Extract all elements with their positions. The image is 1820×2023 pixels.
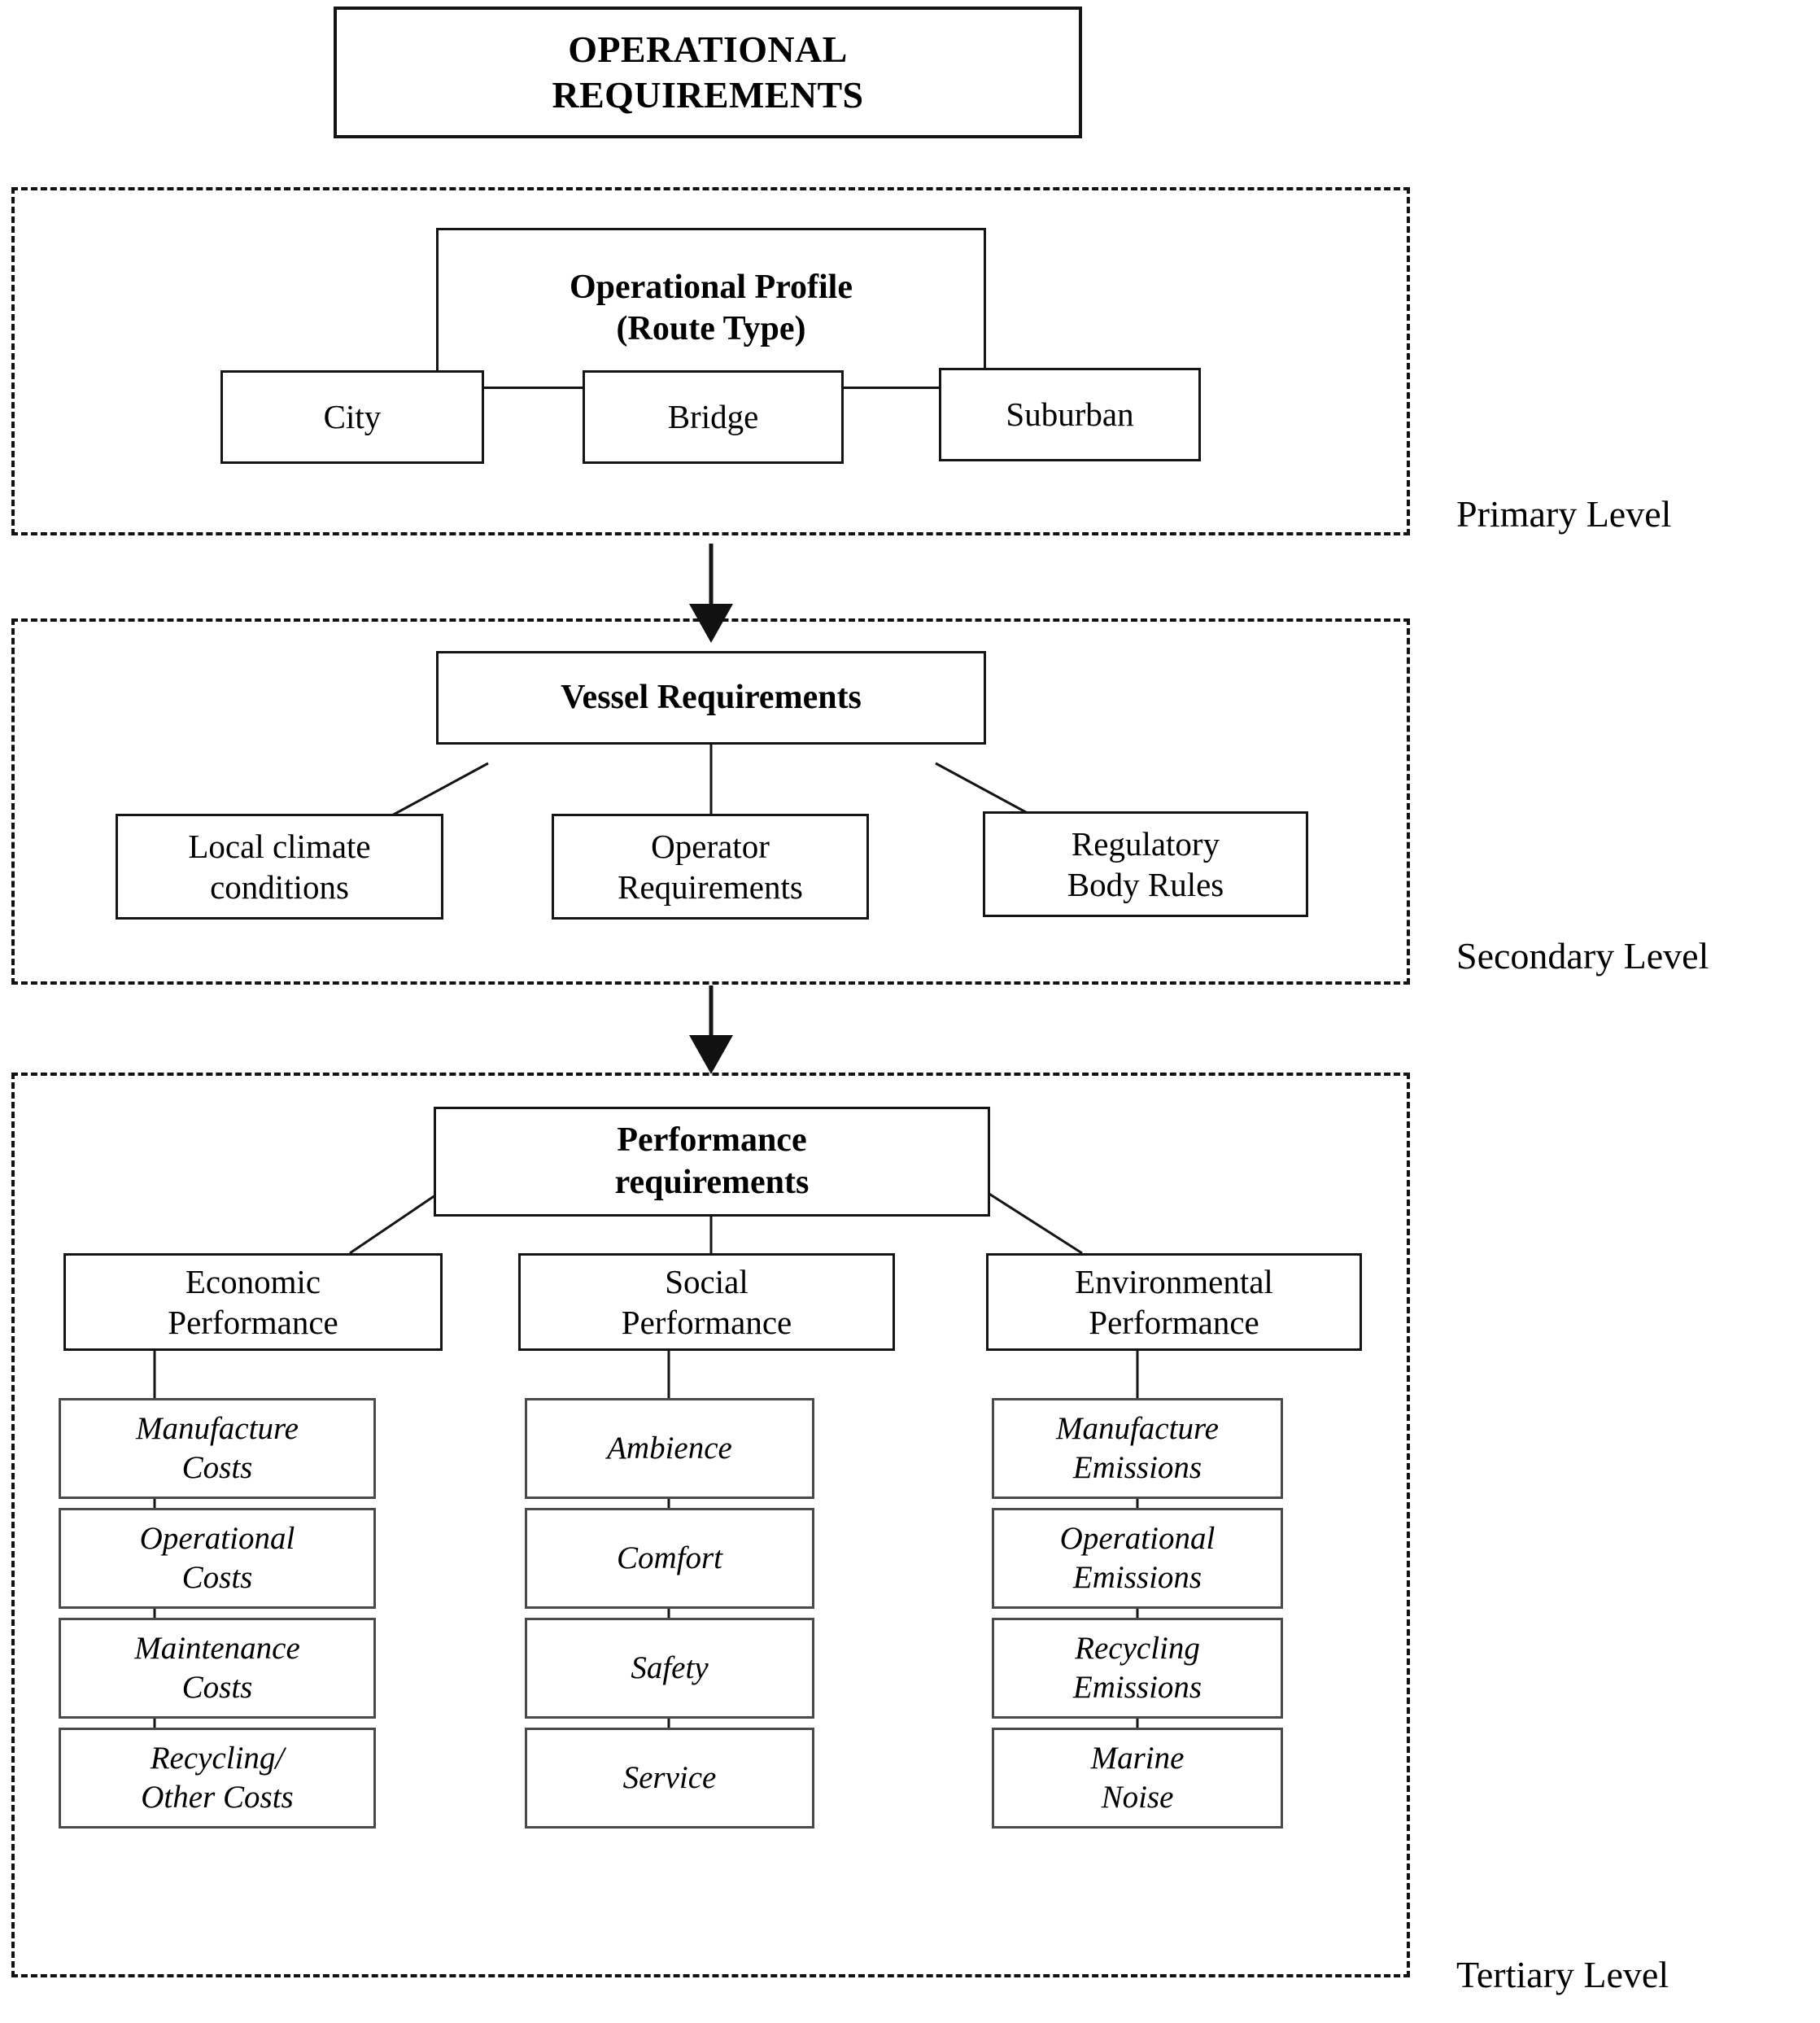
environmental-item-1-text: Manufacture Emissions [994,1409,1281,1487]
primary-level-container [11,187,1410,535]
economic-item-3-text: Maintenance Costs [61,1629,373,1706]
title-line-1: OPERATIONAL [568,28,848,70]
environmental-item-4-line-1: Marine [1090,1741,1185,1776]
primary-level-label: Primary Level [1456,493,1672,535]
economic-item-4-line-1: Recycling/ [150,1741,285,1776]
vessel-requirements-label: Vessel Requirements [561,678,862,716]
social-item-2-box[interactable]: Comfort [525,1508,814,1609]
economic-item-1-line-2: Costs [181,1450,253,1485]
environmental-item-4-line-2: Noise [1101,1780,1174,1815]
economic-performance-box[interactable]: Economic Performance [63,1253,443,1351]
operator-requirements-box[interactable]: Operator Requirements [552,814,869,920]
title-box: OPERATIONAL REQUIREMENTS [334,7,1082,138]
local-climate-conditions-box[interactable]: Local climate conditions [116,814,443,920]
economic-item-2-line-1: Operational [139,1521,295,1557]
social-performance-line-2: Performance [621,1304,792,1341]
regulatory-body-line-1: Regulatory [1071,824,1220,863]
vessel-requirements-box[interactable]: Vessel Requirements [436,651,986,745]
economic-item-3-line-2: Costs [181,1670,253,1705]
local-climate-conditions-text: Local climate conditions [118,826,441,907]
route-type-city-box[interactable]: City [220,370,484,464]
environmental-item-3-text: Recycling Emissions [994,1629,1281,1706]
economic-item-3-box[interactable]: Maintenance Costs [59,1618,376,1719]
environmental-performance-box[interactable]: Environmental Performance [986,1253,1362,1351]
environmental-item-2-line-2: Emissions [1072,1560,1202,1595]
environmental-item-1-line-1: Manufacture [1055,1411,1219,1447]
economic-item-3-line-1: Maintenance [134,1631,300,1667]
regulatory-body-rules-box[interactable]: Regulatory Body Rules [983,811,1308,917]
regulatory-body-line-2: Body Rules [1067,866,1224,903]
economic-item-4-text: Recycling/ Other Costs [61,1739,373,1816]
environmental-item-3-line-1: Recycling [1075,1631,1200,1667]
economic-item-1-box[interactable]: Manufacture Costs [59,1398,376,1499]
environmental-item-3-line-2: Emissions [1072,1670,1202,1705]
economic-item-2-box[interactable]: Operational Costs [59,1508,376,1609]
route-type-suburban-box[interactable]: Suburban [939,368,1201,461]
performance-requirements-text: Performance requirements [436,1120,988,1203]
environmental-item-4-text: Marine Noise [994,1739,1281,1816]
social-performance-line-1: Social [665,1262,749,1300]
arrow-secondary-tertiary [689,1035,733,1074]
social-performance-box[interactable]: Social Performance [518,1253,895,1351]
environmental-item-2-text: Operational Emissions [994,1519,1281,1597]
operator-requirements-text: Operator Requirements [554,826,866,907]
local-climate-line-1: Local climate [188,827,371,865]
secondary-level-label: Secondary Level [1456,935,1709,977]
route-type-city-label: City [323,398,382,436]
social-item-4-box[interactable]: Service [525,1728,814,1829]
social-item-1-box[interactable]: Ambience [525,1398,814,1499]
route-type-suburban-label: Suburban [1006,395,1134,434]
environmental-item-1-line-2: Emissions [1072,1450,1202,1485]
operator-requirements-line-1: Operator [651,827,770,865]
local-climate-line-2: conditions [210,868,349,906]
operational-profile-line-1: Operational Profile [570,268,853,306]
economic-item-4-line-2: Other Costs [141,1780,294,1815]
economic-item-4-box[interactable]: Recycling/ Other Costs [59,1728,376,1829]
social-item-3-box[interactable]: Safety [525,1618,814,1719]
economic-item-1-line-1: Manufacture [135,1411,299,1447]
economic-performance-line-2: Performance [168,1304,338,1341]
social-item-4-label: Service [622,1760,717,1796]
environmental-item-1-box[interactable]: Manufacture Emissions [992,1398,1283,1499]
operator-requirements-line-2: Requirements [618,868,803,906]
economic-item-2-text: Operational Costs [61,1519,373,1597]
environmental-performance-line-2: Performance [1089,1304,1259,1341]
environmental-item-4-box[interactable]: Marine Noise [992,1728,1283,1829]
route-type-bridge-box[interactable]: Bridge [583,370,844,464]
regulatory-body-rules-text: Regulatory Body Rules [985,824,1306,905]
economic-performance-text: Economic Performance [66,1261,440,1343]
performance-requirements-box[interactable]: Performance requirements [434,1107,990,1217]
economic-item-2-line-2: Costs [181,1560,253,1595]
economic-item-1-text: Manufacture Costs [61,1409,373,1487]
operational-profile-text: Operational Profile (Route Type) [439,267,984,350]
title-line-2: REQUIREMENTS [552,74,864,116]
environmental-performance-line-1: Environmental [1075,1262,1273,1300]
title-text: OPERATIONAL REQUIREMENTS [337,27,1079,118]
route-type-bridge-label: Bridge [667,398,759,436]
social-item-2-label: Comfort [616,1540,723,1576]
tertiary-level-container [11,1073,1410,1977]
environmental-item-2-box[interactable]: Operational Emissions [992,1508,1283,1609]
operational-profile-box[interactable]: Operational Profile (Route Type) [436,228,986,389]
environmental-performance-text: Environmental Performance [989,1261,1360,1343]
social-item-3-label: Safety [631,1650,709,1686]
tertiary-level-label: Tertiary Level [1456,1954,1669,1995]
social-performance-text: Social Performance [521,1261,893,1343]
economic-performance-line-1: Economic [185,1262,321,1300]
performance-requirements-line-2: requirements [614,1163,810,1201]
operational-profile-line-2: (Route Type) [616,310,806,347]
performance-requirements-line-1: Performance [617,1121,807,1160]
environmental-item-3-box[interactable]: Recycling Emissions [992,1618,1283,1719]
environmental-item-2-line-1: Operational [1059,1521,1216,1557]
social-item-1-label: Ambience [607,1431,732,1466]
